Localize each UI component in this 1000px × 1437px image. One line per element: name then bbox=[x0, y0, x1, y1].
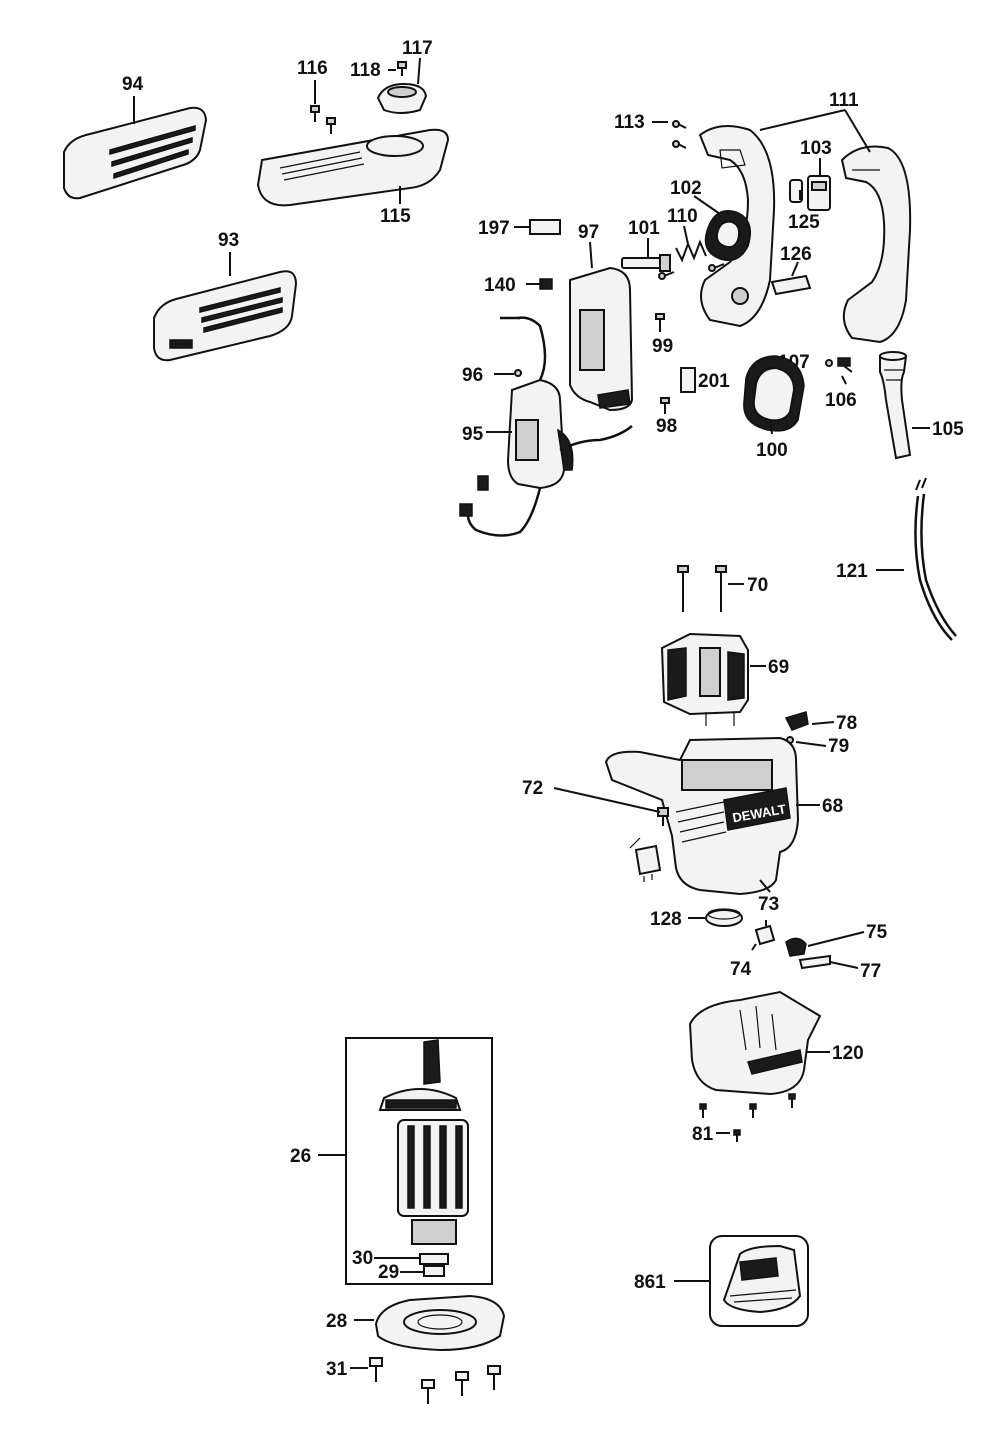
part-99-screw bbox=[655, 313, 665, 332]
label-99: 99 bbox=[652, 336, 673, 357]
part-197-label bbox=[529, 219, 561, 235]
label-73: 73 bbox=[758, 894, 779, 915]
part-106-screw bbox=[837, 357, 853, 373]
label-30: 30 bbox=[352, 1248, 373, 1269]
part-26-armature bbox=[345, 1037, 493, 1285]
part-69-stator bbox=[660, 632, 749, 726]
part-116-screw bbox=[310, 105, 336, 134]
label-70: 70 bbox=[747, 575, 768, 596]
label-125: 125 bbox=[788, 212, 820, 233]
label-102: 102 bbox=[670, 178, 702, 199]
label-93: 93 bbox=[218, 230, 239, 251]
label-81: 81 bbox=[692, 1124, 714, 1145]
label-100: 100 bbox=[756, 440, 788, 461]
label-78: 78 bbox=[836, 713, 857, 734]
label-140: 140 bbox=[484, 275, 516, 296]
part-98-screw bbox=[660, 397, 670, 414]
label-77: 77 bbox=[860, 961, 881, 982]
part-28-bearing-plate bbox=[374, 1294, 506, 1352]
label-26: 26 bbox=[290, 1146, 311, 1167]
part-94-side-cover bbox=[63, 106, 208, 200]
label-118: 118 bbox=[350, 60, 381, 81]
label-68: 68 bbox=[822, 796, 843, 817]
part-31-screws bbox=[369, 1357, 501, 1404]
part-121-power-cord bbox=[914, 477, 957, 641]
part-117-knob bbox=[376, 82, 428, 114]
label-74: 74 bbox=[730, 959, 752, 980]
part-95-electronics-module bbox=[459, 316, 633, 537]
label-111: 111 bbox=[829, 90, 859, 111]
part-81-screws bbox=[699, 1093, 796, 1142]
label-115: 115 bbox=[380, 206, 411, 227]
part-113-screws bbox=[672, 120, 687, 149]
part-105-cord-protector bbox=[879, 351, 912, 460]
part-115-top-cover bbox=[256, 128, 450, 207]
part-74-brush-holder bbox=[754, 920, 776, 946]
label-128: 128 bbox=[650, 909, 682, 930]
part-110-spring bbox=[675, 239, 707, 263]
part-140-clip bbox=[539, 278, 553, 290]
screws-near-101 bbox=[658, 263, 725, 280]
label-75: 75 bbox=[866, 922, 888, 943]
label-69: 69 bbox=[768, 657, 789, 678]
label-95: 95 bbox=[462, 424, 484, 445]
part-brush-holder-bracket bbox=[629, 837, 662, 882]
label-121: 121 bbox=[836, 561, 868, 582]
part-100-grommet bbox=[743, 355, 805, 432]
part-68-motor-housing: DEWALT bbox=[604, 736, 800, 896]
label-96: 96 bbox=[462, 365, 483, 386]
label-103: 103 bbox=[800, 138, 832, 159]
label-97: 97 bbox=[578, 222, 599, 243]
label-98: 98 bbox=[656, 416, 677, 437]
label-116: 116 bbox=[297, 58, 328, 79]
part-107-nut bbox=[825, 359, 833, 367]
part-70-long-screws bbox=[677, 565, 727, 612]
label-105: 105 bbox=[932, 419, 964, 440]
label-120: 120 bbox=[832, 1043, 864, 1064]
part-72-screw bbox=[657, 807, 669, 826]
label-197: 197 bbox=[478, 218, 510, 239]
part-77-brush bbox=[798, 954, 831, 970]
part-201-label bbox=[680, 367, 696, 393]
label-31: 31 bbox=[326, 1359, 348, 1380]
part-101-shaft bbox=[621, 254, 671, 272]
label-72: 72 bbox=[522, 778, 543, 799]
label-117: 117 bbox=[402, 38, 433, 59]
part-78-brush bbox=[784, 711, 809, 731]
part-103-switch bbox=[807, 175, 831, 211]
part-97-housing bbox=[569, 266, 634, 412]
part-120-gear-case bbox=[688, 990, 822, 1096]
label-106: 106 bbox=[825, 390, 857, 411]
part-75-brush-cap bbox=[785, 937, 807, 957]
part-128-ring bbox=[705, 908, 743, 927]
label-201: 201 bbox=[698, 371, 730, 392]
part-111-handle-half-left bbox=[698, 125, 776, 328]
part-111-handle-half-right bbox=[840, 145, 912, 344]
part-93-side-cover bbox=[153, 270, 298, 362]
part-96-screw bbox=[514, 369, 522, 377]
label-861: 861 bbox=[634, 1272, 666, 1293]
part-861-kit-box bbox=[709, 1235, 809, 1327]
label-29: 29 bbox=[378, 1262, 399, 1283]
label-110: 110 bbox=[667, 206, 698, 227]
part-126-pad bbox=[770, 274, 812, 296]
label-28: 28 bbox=[326, 1311, 347, 1332]
label-126: 126 bbox=[780, 244, 812, 265]
part-102-damper bbox=[704, 210, 751, 261]
label-79: 79 bbox=[828, 736, 849, 757]
label-113: 113 bbox=[614, 112, 645, 133]
label-94: 94 bbox=[122, 74, 144, 95]
part-118-screw bbox=[397, 61, 407, 76]
label-101: 101 bbox=[628, 218, 660, 239]
